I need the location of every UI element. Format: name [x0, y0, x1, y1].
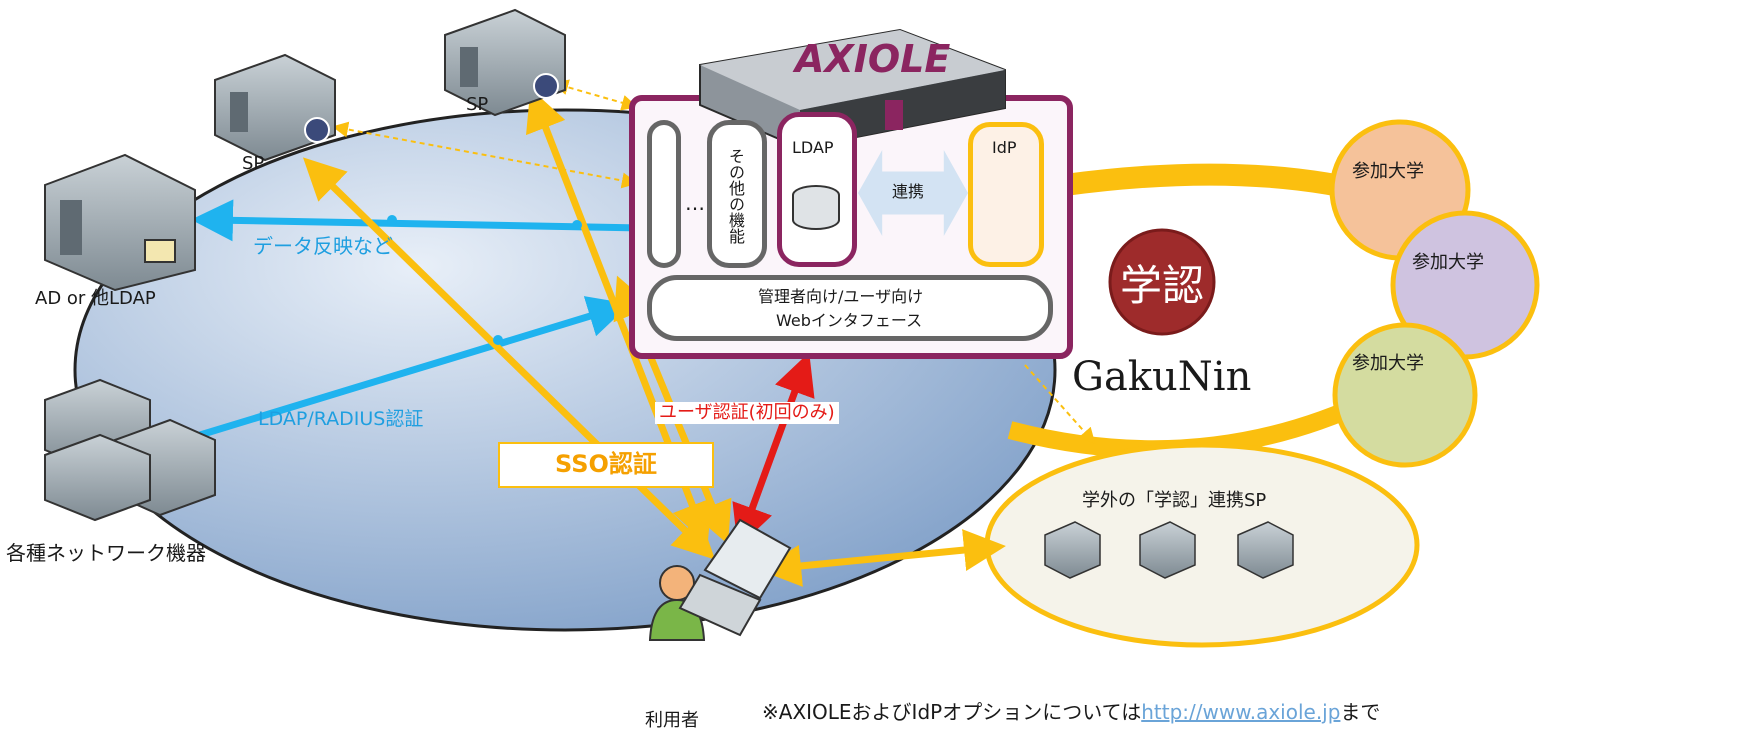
sp-left-label: SP [242, 153, 265, 174]
gakunin-seal-icon: 学認 [1108, 228, 1216, 336]
user-auth-arrow [732, 352, 815, 548]
footnote: ※AXIOLEおよびIdPオプションについてはhttp://www.axiole… [762, 702, 1380, 722]
sp-idp-link-dotted-left [332, 121, 638, 189]
sp-top-label: SP [466, 94, 489, 115]
gakunin-wordmark: GakuNin [1072, 354, 1252, 400]
network-device-stack-icon [44, 378, 216, 522]
university-label-1: 参加大学 [1352, 161, 1424, 182]
sp-top-server-icon [444, 8, 566, 117]
other-functions-label: その他の機能 [726, 148, 745, 244]
junction-dot [572, 220, 582, 230]
laptop-icon [678, 518, 792, 637]
sso-label-box [498, 442, 714, 488]
university-label-3: 参加大学 [1352, 353, 1424, 374]
web-interface-label-line1: 管理者向け/ユーザ向け [758, 287, 924, 306]
database-icon [792, 185, 840, 230]
network-devices-label: 各種ネットワーク機器 [6, 541, 206, 565]
idp-module [968, 122, 1044, 267]
ad-ldap-label: AD or 他LDAP [35, 288, 156, 309]
sp-left-server-icon [214, 53, 336, 162]
sso-label: SSO認証 [555, 450, 657, 478]
junction-dot [387, 215, 397, 225]
university-label-2: 参加大学 [1412, 252, 1484, 273]
ldap-module-label: LDAP [792, 138, 834, 157]
axiole-appliance [699, 28, 1006, 150]
footnote-prefix: ※AXIOLEおよびIdPオプションについては [762, 700, 1142, 724]
external-sp-server-icons [1044, 521, 1294, 579]
link-label: 連携 [892, 182, 925, 201]
sp-idp-link-dotted-top [552, 79, 638, 111]
blank-module-slot [647, 120, 681, 268]
ellipsis-marker: … [685, 191, 705, 215]
university-circle-3 [1332, 322, 1478, 468]
ad-ldap-server-icon [44, 153, 196, 292]
footnote-suffix: まで [1340, 700, 1381, 724]
external-sp-title: 学外の「学認」連携SP [1082, 490, 1267, 511]
data-sync-label: データ反映など [253, 234, 393, 258]
other-functions-module [707, 120, 767, 268]
svg-text:学認: 学認 [1120, 261, 1204, 310]
ldap-module [777, 112, 857, 267]
junction-dot [493, 335, 503, 345]
web-interface-label-line2: Webインタフェース [776, 311, 923, 330]
sso-arrow-external-sp [759, 529, 1006, 587]
user-label: 利用者 [645, 710, 699, 731]
user-auth-label: ユーザ認証(初回のみ) [655, 402, 839, 424]
ldap-radius-label: LDAP/RADIUS認証 [258, 408, 424, 430]
idp-external-sp-dotted [1024, 364, 1096, 444]
idp-module-label: IdP [992, 138, 1017, 157]
axiole-logo: AXIOLE [795, 37, 951, 81]
web-interface-module [647, 275, 1053, 341]
axiole-website-link[interactable]: http://www.axiole.jp [1141, 700, 1341, 724]
